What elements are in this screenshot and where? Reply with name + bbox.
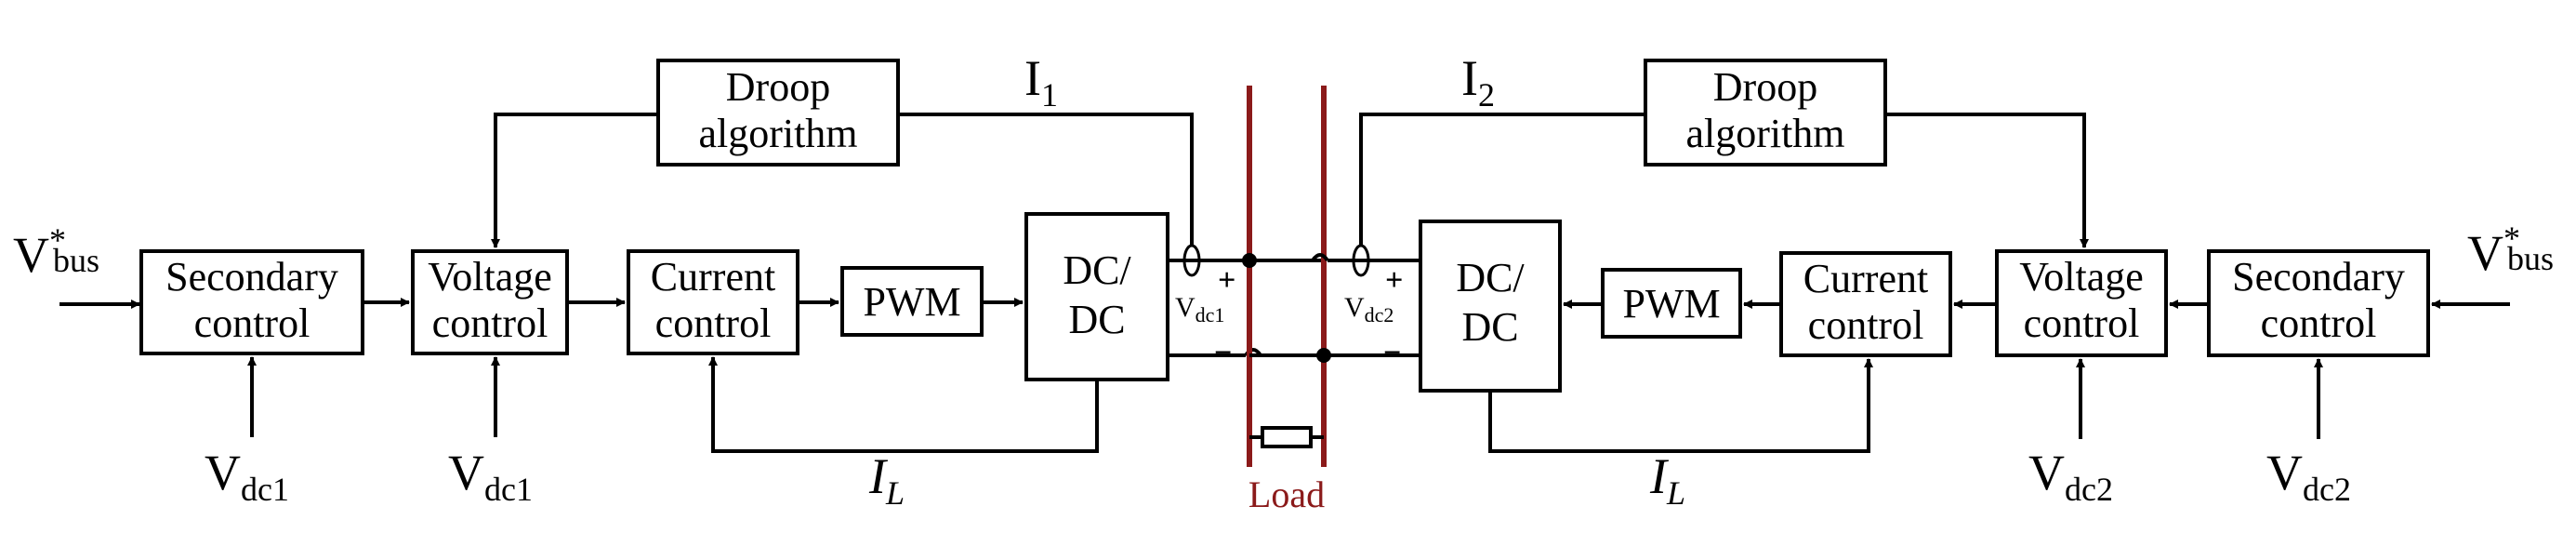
right-volt-vdc-label: Vdc2 — [2028, 445, 2113, 508]
left-i1-sense-wire — [898, 113, 1194, 247]
left-current-control-label-1: Current — [651, 254, 775, 300]
left-i1-label: I1 — [1024, 50, 1058, 113]
right-positive-bus-wire-a — [1251, 253, 1329, 262]
right-terminal-vdc-label: Vdc2 — [1344, 292, 1394, 326]
right-pwm-block — [1601, 268, 1742, 339]
load-resistor-icon — [1261, 426, 1313, 448]
right-voltage-control-label-1: Voltage — [2019, 254, 2144, 300]
left-current-sensor-icon — [1182, 244, 1201, 277]
right-current-control-block — [1779, 251, 1952, 357]
left-droop-label-2: algorithm — [698, 111, 857, 156]
left-pwm-block — [840, 266, 984, 337]
right-droop-to-volt-wire — [1885, 113, 2089, 248]
right-droop-label-2: algorithm — [1685, 111, 1844, 156]
left-terminal-vdc-label: Vdc1 — [1175, 292, 1224, 326]
right-voltage-control-block — [1995, 249, 2168, 357]
right-droop-block — [1644, 59, 1887, 167]
right-i2-label: I2 — [1461, 50, 1495, 113]
right-dcdc-label-1: DC/ — [1456, 255, 1525, 300]
load-label: Load — [1248, 473, 1325, 515]
right-il-label: IL — [1649, 448, 1685, 512]
left-volt-vdc-label: Vdc1 — [448, 445, 533, 508]
right-pwm-label: PWM — [1622, 281, 1720, 326]
left-droop-label-1: Droop — [726, 64, 830, 110]
left-voltage-control-label-1: Voltage — [428, 254, 552, 300]
left-droop-block — [656, 59, 900, 167]
left-sec-vdc-label: Vdc1 — [205, 445, 289, 508]
right-secondary-control-label-2: control — [2261, 300, 2377, 346]
left-il-label: IL — [868, 448, 905, 512]
right-current-control-label-2: control — [1808, 302, 1924, 348]
left-current-control-label-2: control — [655, 300, 772, 346]
left-terminal-minus: − — [1214, 336, 1232, 370]
left-droop-to-volt-wire — [491, 113, 658, 248]
left-voltage-control-label-2: control — [432, 300, 548, 346]
right-dcdc-block — [1419, 220, 1562, 393]
left-secondary-control-label-1: Secondary — [165, 254, 338, 300]
left-voltage-control-block — [411, 249, 569, 355]
right-secondary-control-block — [2207, 249, 2430, 357]
right-il-feedback-wire — [1488, 358, 1873, 453]
right-i2-sense-wire — [1359, 113, 1645, 247]
left-secondary-control-label-2: control — [194, 300, 310, 346]
left-dcdc-label-2: DC — [1068, 297, 1125, 342]
left-dcdc-label-1: DC/ — [1063, 247, 1131, 293]
right-droop-label-1: Droop — [1713, 64, 1817, 110]
right-sec-vdc-label: Vdc2 — [2266, 445, 2351, 508]
left-dcdc-block — [1024, 212, 1169, 381]
right-dcdc-label-2: DC — [1461, 304, 1518, 350]
left-current-control-block — [627, 249, 799, 355]
right-terminal-minus: − — [1383, 336, 1401, 370]
right-terminal-plus: + — [1385, 263, 1403, 298]
right-secondary-control-label-1: Secondary — [2232, 254, 2405, 300]
left-il-feedback-wire — [708, 356, 1099, 453]
right-current-control-label-1: Current — [1803, 256, 1928, 301]
left-pwm-label: PWM — [863, 279, 960, 325]
right-vbus-ref-label: V*bus — [2467, 220, 2554, 281]
left-positive-node — [1242, 253, 1257, 268]
left-terminal-plus: + — [1218, 263, 1235, 298]
right-voltage-control-label-2: control — [2024, 300, 2140, 346]
left-vbus-ref-label: V*bus — [13, 221, 99, 283]
